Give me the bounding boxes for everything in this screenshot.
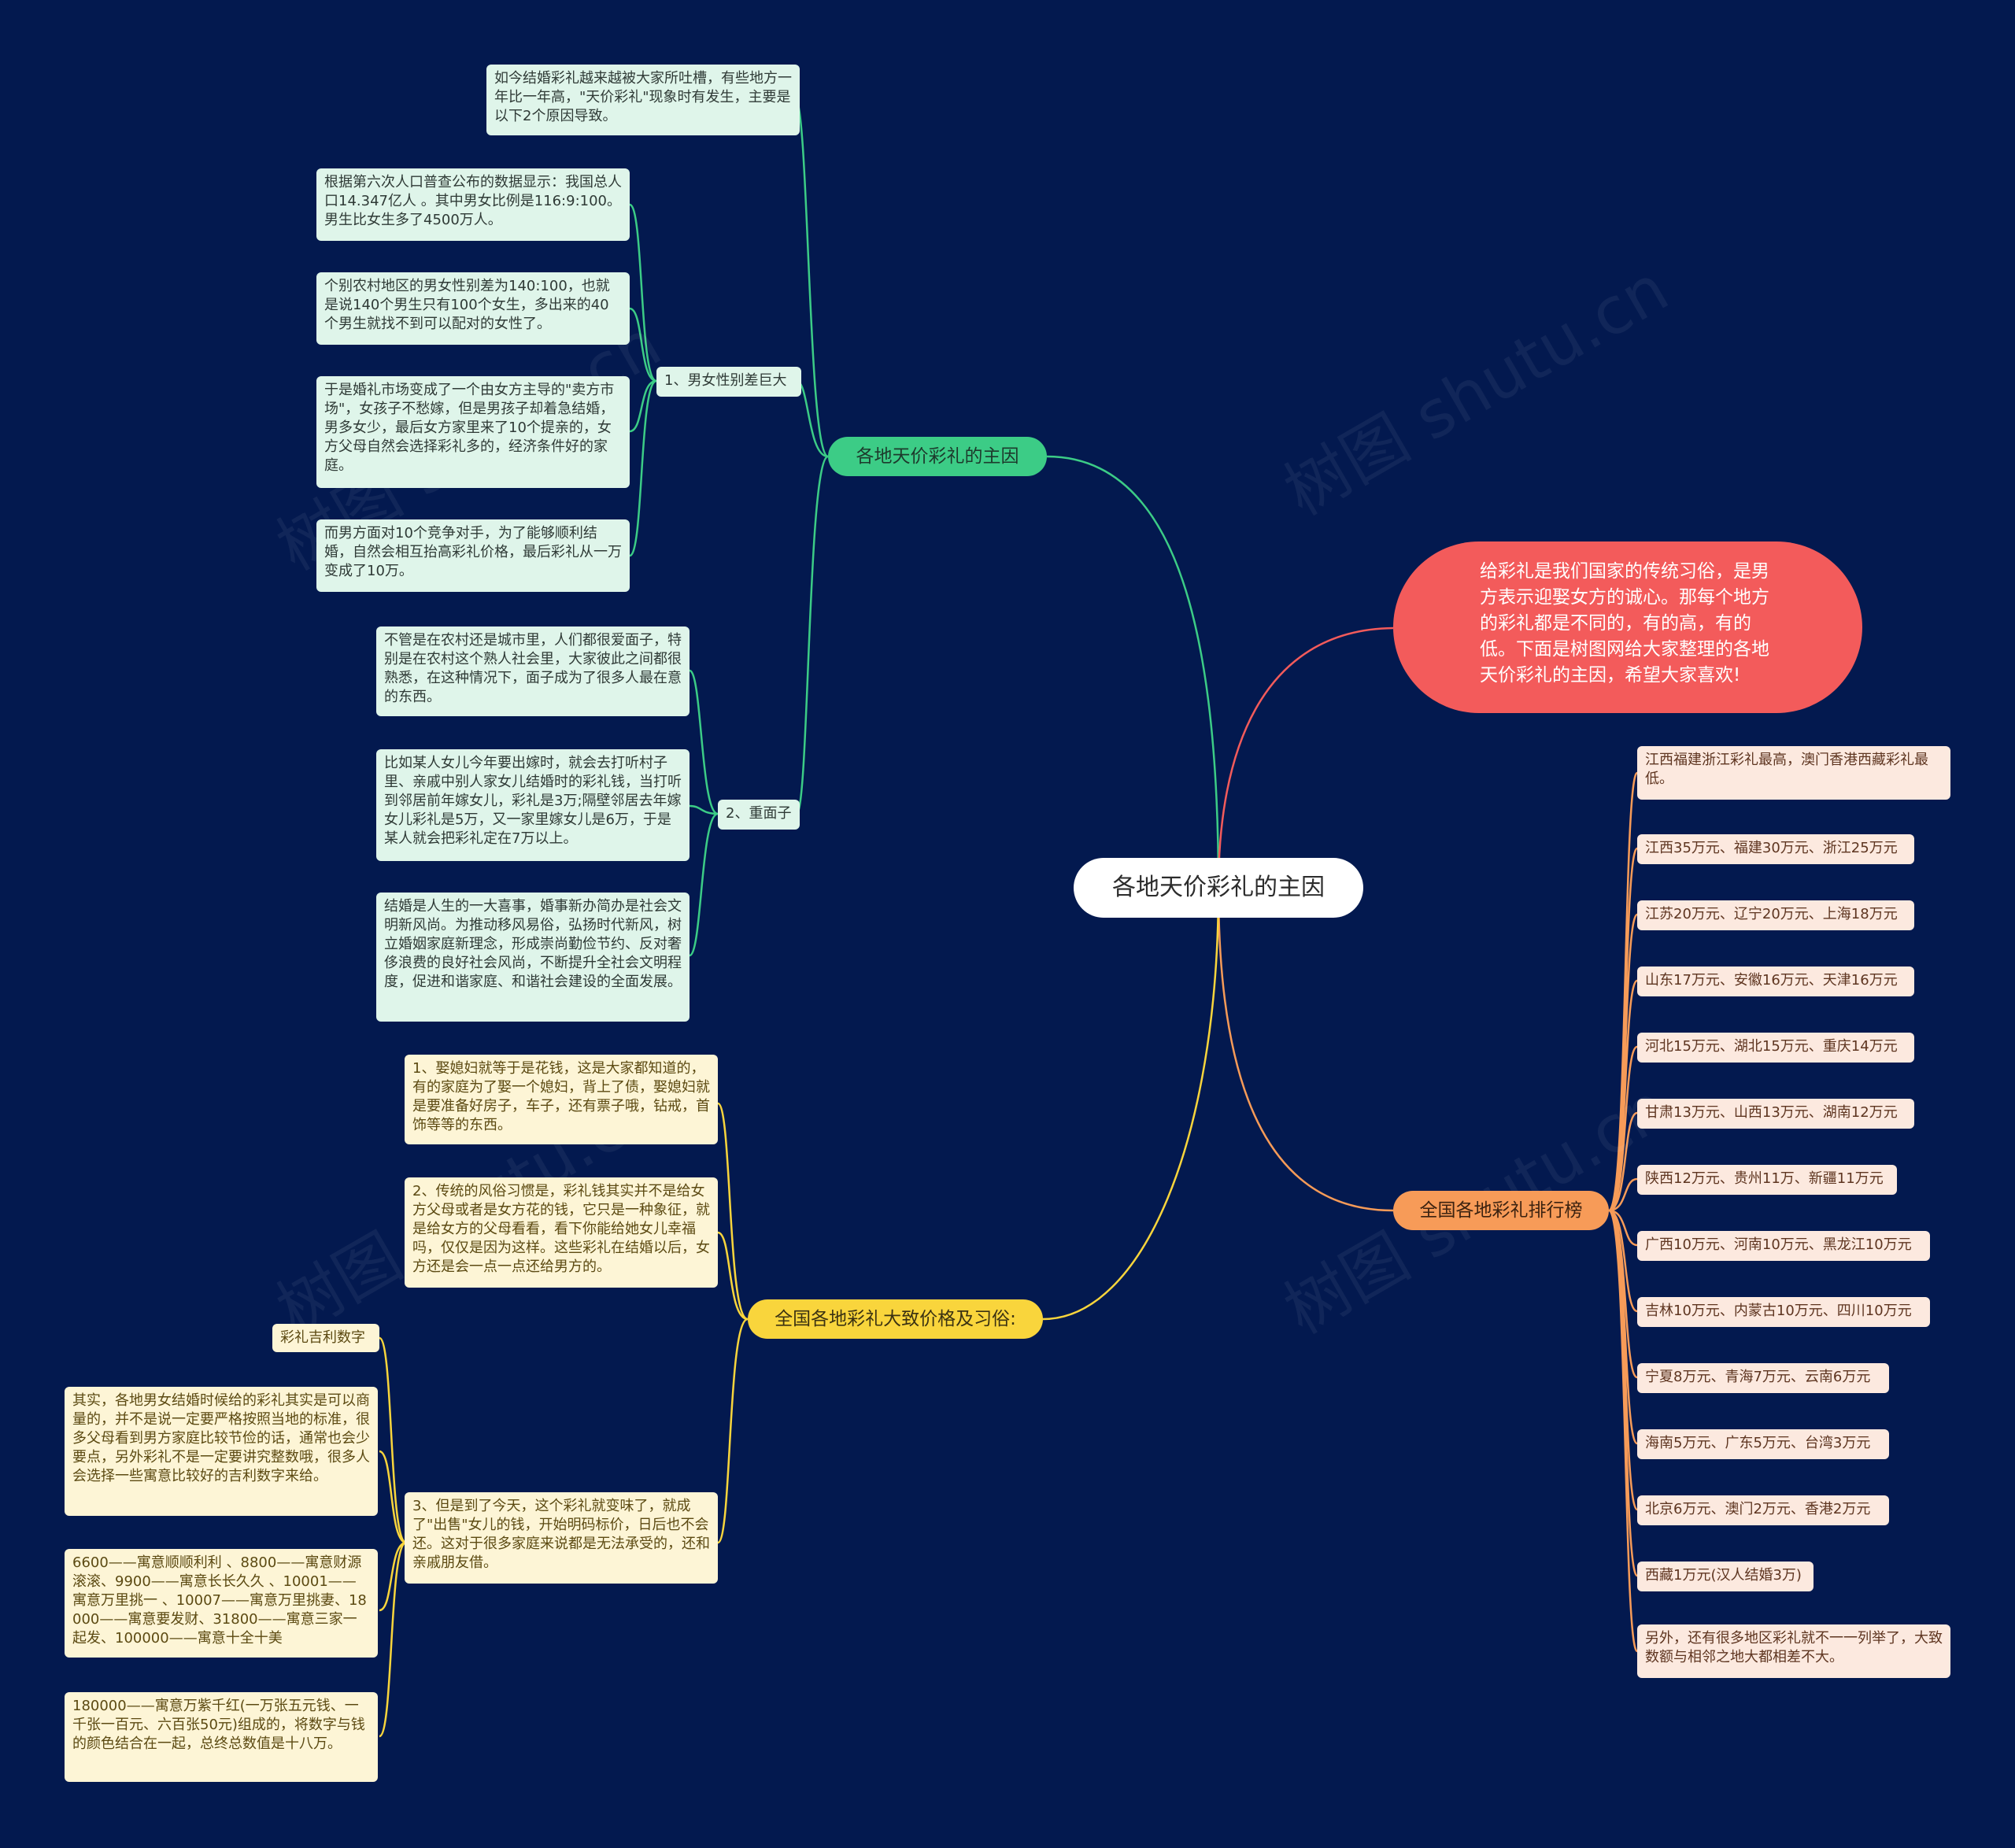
sub1-item-1[interactable]: 根据第六次人口普查公布的数据显示：我国总人口14.347亿人 。其中男女比例是1… [316, 168, 630, 241]
customs-item-2[interactable]: 2、传统的风俗习惯是，彩礼钱其实并不是给女方父母或者是女方花的钱，它只是一种象征… [405, 1177, 718, 1288]
sub2-label[interactable]: 2、重面子 [718, 800, 800, 830]
lucky-number-note[interactable]: 其实，各地男女结婚时候给的彩礼其实是可以商量的，并不是说一定要严格按照当地的标准… [65, 1387, 378, 1516]
branch-customs[interactable]: 全国各地彩礼大致价格及习俗: [748, 1299, 1043, 1339]
customs-item-3[interactable]: 3、但是到了今天，这个彩礼就变味了，就成了"出售"女儿的钱，开始明码标价，日后也… [405, 1492, 718, 1584]
reasons-top-note[interactable]: 如今结婚彩礼越来越被大家所吐槽，有些地方一年比一年高，"天价彩礼"现象时有发生，… [486, 65, 800, 135]
link-reasons-sub2 [795, 455, 830, 815]
ranking-item-2[interactable]: 江西35万元、福建30万元、浙江25万元 [1637, 834, 1914, 864]
link-sub1-items [628, 203, 657, 557]
ranking-item-8[interactable]: 广西10万元、河南10万元、黑龙江10万元 [1637, 1231, 1930, 1261]
ranking-item-3[interactable]: 江苏20万元、辽宁20万元、上海18万元 [1637, 900, 1914, 930]
sub1-item-4[interactable]: 而男方面对10个竞争对手，为了能够顺利结婚，自然会相互抬高彩礼价格，最后彩礼从一… [316, 519, 630, 592]
ranking-item-11[interactable]: 海南5万元、广东5万元、台湾3万元 [1637, 1429, 1889, 1459]
ranking-item-10[interactable]: 宁夏8万元、青海7万元、云南6万元 [1637, 1363, 1889, 1393]
branch-ranking[interactable]: 全国各地彩礼排行榜 [1393, 1191, 1609, 1230]
link-center-ranking [1217, 887, 1394, 1212]
link-item3-items [378, 1336, 407, 1738]
sub2-item-3[interactable]: 结婚是人生的一大喜事，婚事新办简办是社会文明新风尚。为推动移风易俗，弘扬时代新风… [376, 893, 690, 1022]
link-customs-items [716, 1102, 749, 1544]
sub1-item-3[interactable]: 于是婚礼市场变成了一个由女方主导的"卖方市场"，女孩子不愁嫁，但是男孩子却着急结… [316, 376, 630, 488]
ranking-item-1[interactable]: 江西福建浙江彩礼最高，澳门香港西藏彩礼最低。 [1637, 746, 1950, 800]
ranking-item-5[interactable]: 河北15万元、湖北15万元、重庆14万元 [1637, 1033, 1914, 1063]
ranking-item-14[interactable]: 另外，还有很多地区彩礼就不一一列举了，大致数额与相邻之地大都相差不大。 [1637, 1624, 1950, 1678]
intro-node[interactable]: 给彩礼是我们国家的传统习俗，是男方表示迎娶女方的诚心。那每个地方的彩礼都是不同的… [1393, 541, 1862, 713]
root-topic[interactable]: 各地天价彩礼的主因 [1074, 858, 1363, 918]
customs-item-1[interactable]: 1、娶媳妇就等于是花钱，这是大家都知道的，有的家庭为了娶一个媳妇，背上了债，娶媳… [405, 1055, 718, 1144]
lucky-number-title[interactable]: 彩礼吉利数字 [272, 1324, 379, 1352]
sub2-item-2[interactable]: 比如某人女儿今年要出嫁时，就会去打听村子里、亲戚中别人家女儿结婚时的彩礼钱，当打… [376, 749, 690, 861]
lucky-number-180000[interactable]: 180000——寓意万紫千红(一万张五元钱、一千张一百元、六百张50元)组成的，… [65, 1692, 378, 1782]
ranking-item-9[interactable]: 吉林10万元、内蒙古10万元、四川10万元 [1637, 1297, 1930, 1327]
link-center-reasons [1046, 455, 1220, 889]
sub1-label[interactable]: 1、男女性别差巨大 [656, 367, 801, 397]
branch-reasons[interactable]: 各地天价彩礼的主因 [828, 437, 1047, 476]
link-center-intro [1217, 626, 1394, 889]
link-reasons-sub1 [796, 379, 829, 458]
link-reasons-top [793, 96, 830, 458]
ranking-item-13[interactable]: 西藏1万元(汉人结婚3万) [1637, 1562, 1814, 1591]
ranking-item-6[interactable]: 甘肃13万元、山西13万元、湖南12万元 [1637, 1099, 1914, 1129]
ranking-item-7[interactable]: 陕西12万元、贵州11万、新疆11万元 [1637, 1165, 1897, 1195]
lucky-number-list[interactable]: 6600——寓意顺顺利利 、8800——寓意财源滚滚、9900——寓意长长久久 … [65, 1549, 378, 1658]
sub1-item-2[interactable]: 个别农村地区的男女性别差为140:100，也就是说140个男生只有100个女生，… [316, 272, 630, 345]
link-ranking-items [1607, 771, 1639, 1653]
link-center-customs [1042, 887, 1220, 1321]
ranking-item-12[interactable]: 北京6万元、澳门2万元、香港2万元 [1637, 1495, 1889, 1525]
sub2-item-1[interactable]: 不管是在农村还是城市里，人们都很爱面子，特别是在农村这个熟人社会里，大家彼此之间… [376, 626, 690, 716]
ranking-item-4[interactable]: 山东17万元、安徽16万元、天津16万元 [1637, 967, 1914, 996]
link-sub2-items [688, 669, 719, 957]
